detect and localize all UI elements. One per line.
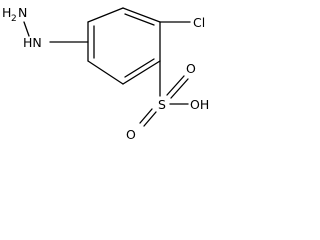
ring-bond-lower-left bbox=[87, 60, 124, 85]
bond-s-to-o-bottom-b bbox=[143, 111, 157, 127]
o-top-label: O bbox=[186, 61, 196, 76]
oh-label: OH bbox=[190, 97, 209, 112]
h-label: H bbox=[2, 5, 11, 20]
ring-bond-lower-right-inner bbox=[124, 58, 155, 78]
ring-bond-top-left bbox=[87, 7, 124, 23]
chlorine-group: Cl bbox=[159, 15, 205, 30]
structure-diagram: HN H 2 N Cl S O O OH bbox=[0, 0, 213, 155]
cl-label: Cl bbox=[193, 15, 205, 30]
ring-bond-top bbox=[122, 7, 161, 23]
n-label: N bbox=[18, 5, 27, 20]
hydrazine-group: HN H 2 N bbox=[2, 5, 89, 50]
sulfonic-acid-group: S O O OH bbox=[126, 60, 209, 142]
s-label: S bbox=[158, 97, 166, 112]
bond-s-to-o-top-a bbox=[166, 75, 185, 96]
bond-nh-to-nh2 bbox=[23, 21, 30, 37]
o-bottom-label: O bbox=[126, 127, 136, 142]
bond-s-to-o-top-b bbox=[170, 78, 189, 99]
h2-subscript: 2 bbox=[11, 14, 17, 24]
benzene-ring bbox=[87, 7, 161, 85]
hn-label: HN bbox=[23, 35, 42, 50]
structure-svg: HN H 2 N Cl S O O OH bbox=[2, 5, 209, 142]
bond-s-to-o-bottom-a bbox=[139, 108, 153, 124]
ring-bond-top-inner bbox=[124, 13, 155, 26]
ring-bond-lower-right bbox=[122, 60, 161, 85]
